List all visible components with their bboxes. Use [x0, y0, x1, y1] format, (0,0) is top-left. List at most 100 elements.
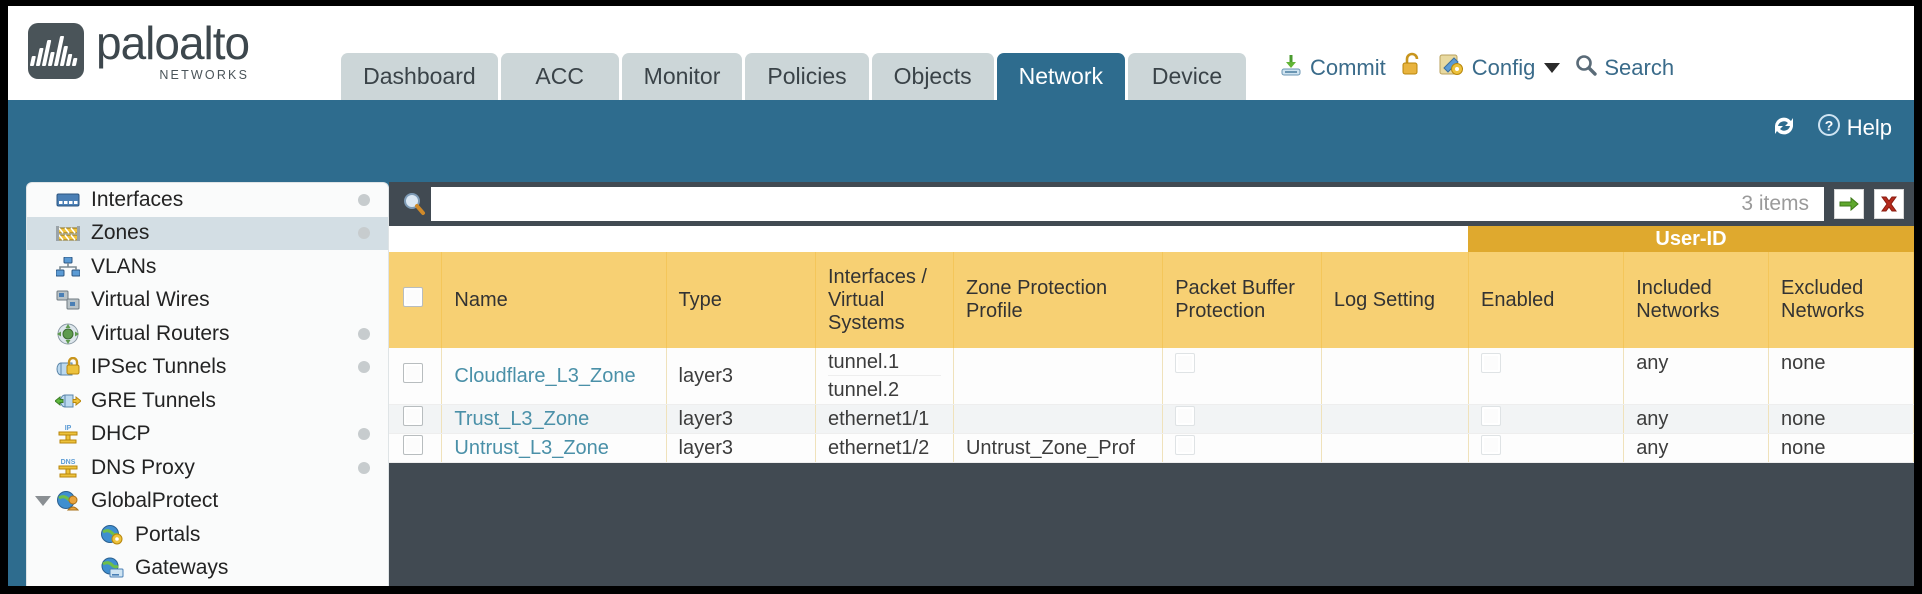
userid-enabled-checkbox[interactable]	[1480, 435, 1501, 455]
cell-packet-buffer-protection	[1162, 433, 1322, 463]
tab-network[interactable]: Network	[996, 53, 1125, 100]
zone-name-link[interactable]: Cloudflare_L3_Zone	[454, 364, 636, 387]
cell-included-networks: any	[1623, 404, 1770, 434]
col-header-type[interactable]: Type	[666, 252, 817, 348]
svg-text:IP: IP	[65, 425, 72, 432]
zones-icon	[55, 222, 81, 244]
commit-button[interactable]: Commit	[1278, 52, 1386, 84]
interface-entry: ethernet1/2	[828, 437, 930, 459]
tab-objects[interactable]: Objects	[871, 53, 994, 100]
sidebar-item-dhcp[interactable]: IP DHCP	[27, 418, 388, 452]
zone-name-link[interactable]: Trust_L3_Zone	[454, 407, 590, 430]
col-header-enabled[interactable]: Enabled	[1468, 252, 1625, 348]
sidebar-item-label: Interfaces	[91, 187, 184, 211]
zones-table-body: Cloudflare_L3_Zone layer3 tunnel.1 tunne…	[389, 348, 1914, 463]
help-icon: ?	[1816, 112, 1842, 144]
help-button[interactable]: ? Help	[1816, 112, 1892, 144]
refresh-icon[interactable]	[1770, 113, 1798, 144]
sidebar-item-portals[interactable]: Portals	[27, 518, 388, 552]
brand-logo: paloalto NETWORKS	[28, 20, 250, 82]
config-label: Config	[1471, 55, 1536, 80]
row-select-checkbox[interactable]	[403, 363, 423, 383]
sidebar-item-dns-proxy[interactable]: DNS DNS Proxy	[27, 451, 388, 485]
top-action-bar: Commit	[1278, 52, 1674, 84]
sidebar-item-virtual-wires[interactable]: Virtual Wires	[27, 284, 388, 318]
col-header-name[interactable]: Name	[441, 252, 667, 348]
group-header-spacer	[389, 226, 1469, 252]
row-select-cell	[389, 404, 443, 434]
tab-acc[interactable]: ACC	[500, 53, 619, 100]
col-header-log-setting[interactable]: Log Setting	[1321, 252, 1469, 348]
sidebar-item-label: Portals	[135, 522, 201, 546]
userid-enabled-checkbox[interactable]	[1480, 352, 1501, 373]
sidebar-item-interfaces[interactable]: Interfaces	[27, 183, 388, 217]
cell-excluded-networks: none	[1768, 433, 1914, 463]
sidebar-status-dot	[358, 327, 370, 340]
sidebar-item-globalprotect[interactable]: GlobalProtect	[27, 485, 388, 519]
search-label: Search	[1604, 55, 1675, 80]
brand-tagline: NETWORKS	[159, 68, 250, 82]
cell-excluded-networks: none	[1768, 404, 1914, 434]
chevron-down-icon	[1544, 63, 1561, 73]
cell-type: layer3	[666, 433, 817, 463]
sidebar-item-zones[interactable]: Zones	[27, 216, 388, 250]
lock-button[interactable]	[1400, 52, 1424, 84]
tab-dashboard[interactable]: Dashboard	[341, 53, 498, 100]
apply-filter-button[interactable]	[1834, 189, 1864, 219]
tab-device[interactable]: Device	[1127, 53, 1246, 100]
cell-userid-enabled	[1468, 348, 1625, 405]
tab-monitor[interactable]: Monitor	[621, 53, 743, 100]
cell-zone-protection-profile	[953, 404, 1164, 434]
sidebar-item-gre-tunnels[interactable]: GRE Tunnels	[27, 384, 388, 418]
items-count-label: 3 items	[1741, 192, 1809, 215]
magnifier-icon[interactable]	[397, 191, 431, 217]
packet-buffer-protection-checkbox[interactable]	[1175, 406, 1196, 426]
tab-policies[interactable]: Policies	[745, 53, 869, 100]
config-button[interactable]: Config	[1438, 52, 1561, 84]
row-select-checkbox[interactable]	[403, 435, 423, 455]
sidebar-status-dot	[358, 428, 370, 441]
sidebar-item-label: GlobalProtect	[91, 489, 219, 513]
group-header-userid: User-ID	[1468, 226, 1914, 252]
zone-name-link[interactable]: Untrust_L3_Zone	[454, 436, 609, 459]
sidebar-item-vlans[interactable]: VLANs	[27, 250, 388, 284]
sidebar-item-label: DHCP	[91, 422, 151, 446]
included-networks-value: any	[1636, 352, 1669, 374]
collapse-triangle-icon[interactable]	[35, 496, 51, 507]
excluded-networks-value: none	[1781, 352, 1826, 374]
sidebar-status-dot	[358, 193, 370, 206]
userid-enabled-checkbox[interactable]	[1480, 406, 1501, 426]
table-row[interactable]: Untrust_L3_Zone layer3 ethernet1/2 Untru…	[389, 433, 1914, 463]
search-icon	[1574, 53, 1598, 83]
interface-entry: ethernet1/1	[828, 408, 930, 430]
interfaces-icon	[55, 189, 81, 211]
commit-label: Commit	[1309, 55, 1386, 80]
sidebar-item-gateways[interactable]: Gateways	[27, 552, 388, 586]
sidebar-item-label: Virtual Routers	[91, 321, 230, 345]
help-label: Help	[1846, 115, 1892, 140]
row-select-checkbox[interactable]	[403, 406, 423, 426]
sidebar-status-dot	[358, 227, 370, 240]
row-select-cell	[389, 433, 443, 463]
sidebar-item-ipsec-tunnels[interactable]: IPSec Tunnels	[27, 351, 388, 385]
sidebar-item-virtual-routers[interactable]: Virtual Routers	[27, 317, 388, 351]
search-button[interactable]: Search	[1574, 53, 1674, 83]
select-all-checkbox[interactable]	[403, 287, 423, 307]
table-row[interactable]: Cloudflare_L3_Zone layer3 tunnel.1 tunne…	[389, 348, 1914, 405]
config-icon	[1438, 52, 1466, 84]
table-row[interactable]: Trust_L3_Zone layer3 ethernet1/1	[389, 404, 1914, 434]
filter-input[interactable]: 3 items	[431, 187, 1824, 221]
clear-filter-button[interactable]	[1874, 189, 1904, 219]
cell-type: layer3	[666, 404, 817, 434]
packet-buffer-protection-checkbox[interactable]	[1175, 352, 1196, 373]
packet-buffer-protection-checkbox[interactable]	[1175, 435, 1196, 455]
cell-name: Cloudflare_L3_Zone	[441, 348, 667, 405]
